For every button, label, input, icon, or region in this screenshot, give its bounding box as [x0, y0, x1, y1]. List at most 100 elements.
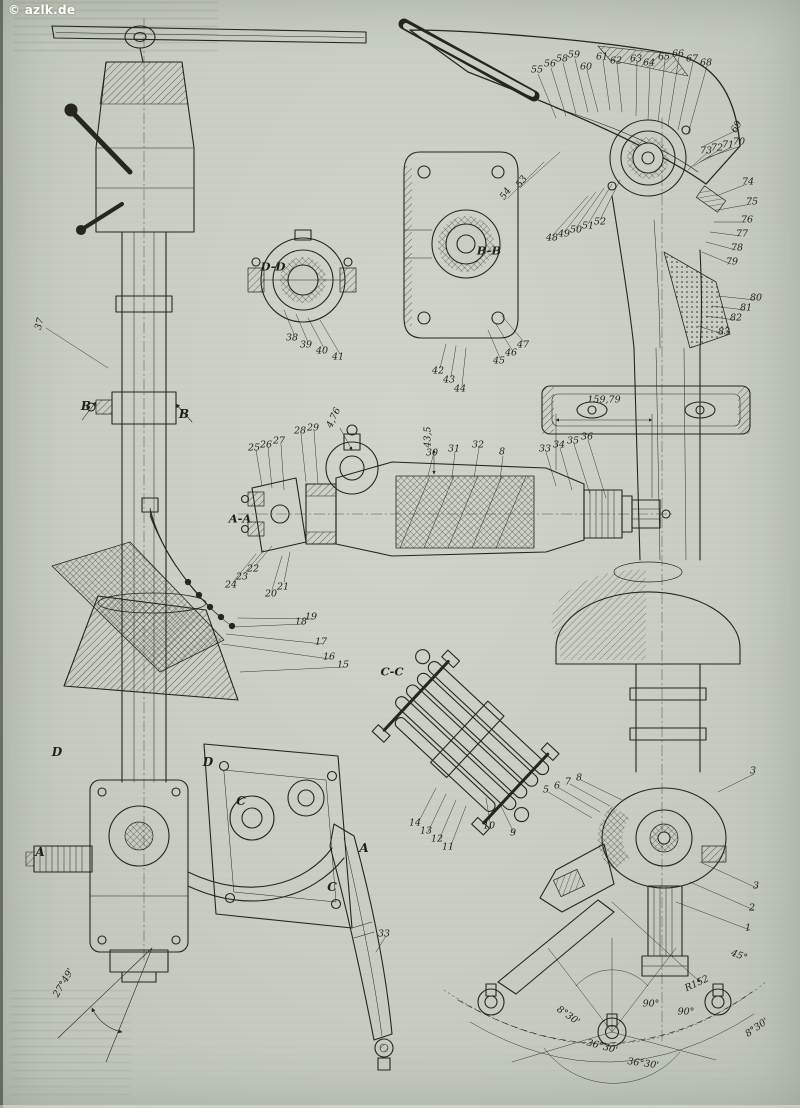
part-callout: 66 [671, 48, 685, 60]
part-callout: 82 [729, 312, 743, 324]
part-callout: 58 [555, 53, 569, 65]
part-callout: 50 [569, 224, 583, 236]
view-letter: C [327, 880, 337, 894]
part-callout: 21 [276, 581, 290, 593]
view-letter: A [359, 841, 369, 855]
dimension-label: 90° [677, 1006, 695, 1018]
part-callout: 9 [509, 827, 517, 839]
part-callout: 19 [304, 611, 318, 623]
part-callout: 30 [425, 447, 439, 459]
view-letter: D [51, 745, 63, 759]
part-callout: 64 [642, 57, 656, 69]
part-callout: 15 [336, 659, 350, 671]
part-callout: 29 [306, 422, 320, 434]
part-callout: 33 [377, 928, 391, 940]
part-callout: 2 [748, 902, 756, 914]
part-callout: 40 [315, 345, 329, 357]
section-label: D-D [260, 259, 286, 274]
part-callout: 3 [752, 880, 760, 892]
part-callout: 49 [557, 228, 571, 240]
part-callout: 41 [331, 351, 345, 363]
view-letter: B [178, 407, 190, 421]
part-callout: 81 [739, 302, 753, 314]
part-callout: 65 [657, 51, 671, 63]
part-callout: 22 [246, 563, 260, 575]
part-callout: 18 [294, 616, 308, 628]
part-callout: 63 [629, 53, 643, 65]
part-callout: 27 [272, 435, 286, 447]
part-callout: 79 [725, 256, 739, 268]
section-aa-worm-gear [237, 413, 673, 557]
part-callout: 16 [322, 651, 336, 663]
part-callout: 44 [453, 383, 467, 395]
part-callout: 35 [566, 435, 580, 447]
leader-lines [45, 56, 758, 953]
part-callout: 45 [492, 355, 506, 367]
part-callout: 60 [579, 61, 593, 73]
part-callout: 12 [430, 833, 444, 845]
scan-edge [0, 1105, 800, 1108]
part-callout: 33 [538, 443, 552, 455]
part-callout: 48 [545, 232, 559, 244]
part-callout: 42 [431, 365, 445, 377]
part-callout: 14 [408, 817, 422, 829]
section-label: B-B [476, 243, 502, 258]
part-callout: 20 [264, 588, 278, 600]
part-callout: 39 [299, 339, 313, 351]
part-callout: 51 [581, 220, 595, 232]
part-callout: 68 [699, 57, 713, 69]
part-callout: 36 [580, 431, 594, 443]
part-callout: 61 [595, 51, 609, 63]
part-callout: 74 [741, 176, 755, 188]
part-callout: 56 [543, 58, 557, 70]
part-callout: 38 [285, 332, 299, 344]
part-callout: 83 [717, 326, 731, 338]
part-callout: 13 [419, 825, 433, 837]
part-callout: 73 [699, 145, 713, 157]
part-callout: 6 [553, 780, 561, 792]
part-callout: 5 [542, 784, 550, 796]
part-callout: 23 [235, 571, 249, 583]
view-letter: C [236, 794, 246, 808]
part-callout: 52 [593, 216, 607, 228]
view-letter: D [202, 755, 214, 769]
part-callout: 70 [732, 136, 746, 148]
section-bb [403, 151, 519, 339]
part-callout: 26 [259, 439, 273, 451]
part-callout: 67 [685, 53, 699, 65]
section-dd [247, 229, 357, 323]
part-callout: 7 [564, 776, 572, 788]
section-label: C-C [380, 664, 404, 679]
part-callout: 31 [447, 443, 461, 455]
part-callout: 72 [710, 142, 724, 154]
part-callout: 62 [609, 55, 623, 67]
part-callout: 8 [575, 772, 583, 784]
view-letter: A [35, 845, 45, 859]
part-callout: 11 [441, 841, 455, 853]
part-callout: 75 [745, 196, 759, 208]
part-callout: 8 [498, 446, 506, 458]
view-letter: B [80, 399, 92, 413]
part-callout: 32 [471, 439, 485, 451]
part-callout: 71 [721, 139, 735, 151]
part-callout: 3 [749, 765, 757, 777]
part-callout: 78 [730, 242, 744, 254]
watermark: © azlk.de [8, 3, 76, 17]
part-callout: 46 [504, 347, 518, 359]
part-callout: 76 [740, 214, 754, 226]
part-callout: 34 [552, 439, 566, 451]
right-column-and-suspension [398, 18, 767, 1084]
part-callout: 43 [442, 374, 456, 386]
part-callout: 25 [247, 442, 261, 454]
section-label: A-A [228, 511, 252, 526]
scan-edge [0, 0, 3, 1108]
part-callout: 55 [530, 64, 544, 76]
part-callout: 80 [749, 292, 763, 304]
part-callout: 77 [735, 228, 749, 240]
part-callout: 1 [744, 922, 752, 934]
part-callout: 17 [314, 636, 328, 648]
section-cc-spring-pack [371, 649, 560, 836]
part-callout: 28 [293, 425, 307, 437]
